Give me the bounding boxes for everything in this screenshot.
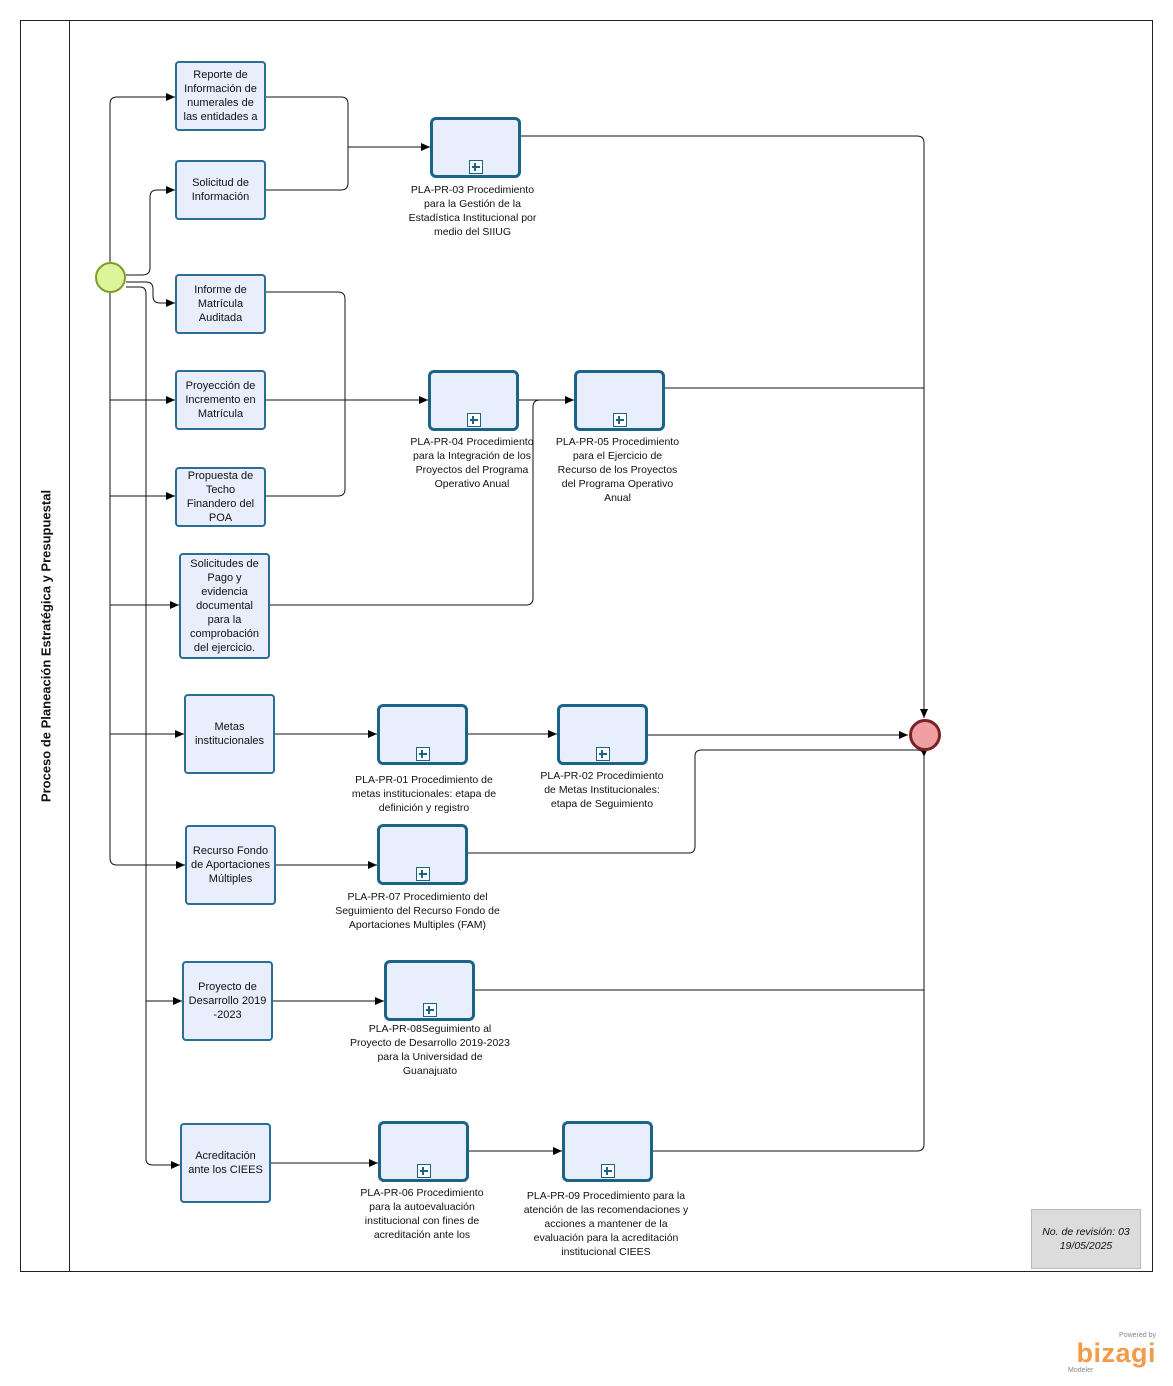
subprocess-pr01[interactable]: [377, 704, 468, 765]
subprocess-pr09[interactable]: [562, 1121, 653, 1182]
task-metas[interactable]: Metas institucionales: [184, 694, 275, 774]
plus-icon: [415, 747, 430, 761]
task-solicitud[interactable]: Solicitud de Información: [175, 160, 266, 220]
task-solicitudes-pago[interactable]: Solicitudes de Pago y evidencia document…: [179, 553, 270, 659]
plus-icon: [600, 1164, 615, 1178]
flow-start-trunk-b: [126, 286, 180, 1169]
plus-icon: [612, 413, 627, 427]
task-recurso-fondo[interactable]: Recurso Fondo de Aportaciones Múltiples: [185, 825, 276, 905]
revision-number: No. de revisión: 03: [1042, 1226, 1130, 1238]
powered-by-text: Powered by: [1119, 1332, 1156, 1339]
subprocess-pr08[interactable]: [384, 960, 475, 1021]
flow-pr07-end: [468, 747, 928, 854]
plus-icon: [416, 1164, 431, 1178]
plus-icon: [422, 1003, 437, 1017]
task-reporte[interactable]: Reporte de Información de numerales de l…: [175, 61, 266, 131]
subprocess-pr04[interactable]: [428, 370, 519, 431]
flow-reporte-merge: [266, 96, 349, 191]
flow-start-trunk-a: [109, 293, 185, 869]
subprocess-pr06[interactable]: [378, 1121, 469, 1182]
subprocess-pr01-label: PLA-PR-01 Procedimiento de metas institu…: [351, 774, 497, 814]
flow-pr09-end: [653, 990, 925, 1152]
subprocess-pr05-label: PLA-PR-05 Procedimiento para el Ejercici…: [555, 436, 680, 504]
flow-informe-merge: [266, 291, 346, 497]
plus-icon: [466, 413, 481, 427]
task-propuesta[interactable]: Propuesta de Techo Finandero del POA: [175, 467, 266, 527]
bizagi-brand: Powered by bizagi Modeler: [1066, 1332, 1156, 1378]
modeler-text: Modeler: [1068, 1367, 1094, 1374]
flow-start-solicitud: [126, 186, 175, 276]
subprocess-pr02[interactable]: [557, 704, 648, 765]
task-proyeccion[interactable]: Proyección de Incremento en Matrícula: [175, 370, 266, 430]
subprocess-pr07-label: PLA-PR-07 Procedimiento del Seguimiento …: [335, 891, 500, 931]
end-event[interactable]: [909, 719, 941, 751]
subprocess-pr03-label: PLA-PR-03 Procedimiento para la Gestión …: [408, 184, 537, 238]
revision-date: 19/05/2025: [1059, 1240, 1113, 1252]
plus-icon: [468, 160, 483, 174]
subprocess-pr04-label: PLA-PR-04 Procedimiento para la Integrac…: [410, 436, 534, 490]
start-event[interactable]: [95, 262, 126, 293]
plus-icon: [415, 867, 430, 881]
flow-start-reporte: [109, 93, 175, 262]
flow-solicitudes-pr05: [270, 399, 541, 606]
flow-pr03-end: [521, 135, 928, 718]
subprocess-pr06-label: PLA-PR-06 Procedimiento para la autoeval…: [360, 1187, 484, 1241]
subprocess-pr05[interactable]: [574, 370, 665, 431]
plus-icon: [595, 747, 610, 761]
subprocess-pr08-label: PLA-PR-08Seguimiento al Proyecto de Desa…: [350, 1023, 510, 1077]
subprocess-pr07[interactable]: [377, 824, 468, 885]
subprocess-pr02-label: PLA-PR-02 Procedimiento de Metas Institu…: [540, 770, 664, 810]
task-acreditacion[interactable]: Acreditación ante los CIEES: [180, 1123, 271, 1203]
revision-note: No. de revisión: 03 19/05/2025: [1031, 1209, 1141, 1269]
task-informe[interactable]: Informe de Matrícula Auditada: [175, 274, 266, 334]
subprocess-pr03[interactable]: [430, 117, 521, 178]
subprocess-pr09-label: PLA-PR-09 Procedimiento para la atención…: [523, 1190, 689, 1258]
flow-start-informe: [126, 281, 175, 307]
task-proyecto-desarrollo[interactable]: Proyecto de Desarrollo 2019 -2023: [182, 961, 273, 1041]
pool: [20, 20, 1153, 1272]
bizagi-logo: bizagi: [1076, 1338, 1156, 1368]
pool-header: [20, 20, 70, 1272]
